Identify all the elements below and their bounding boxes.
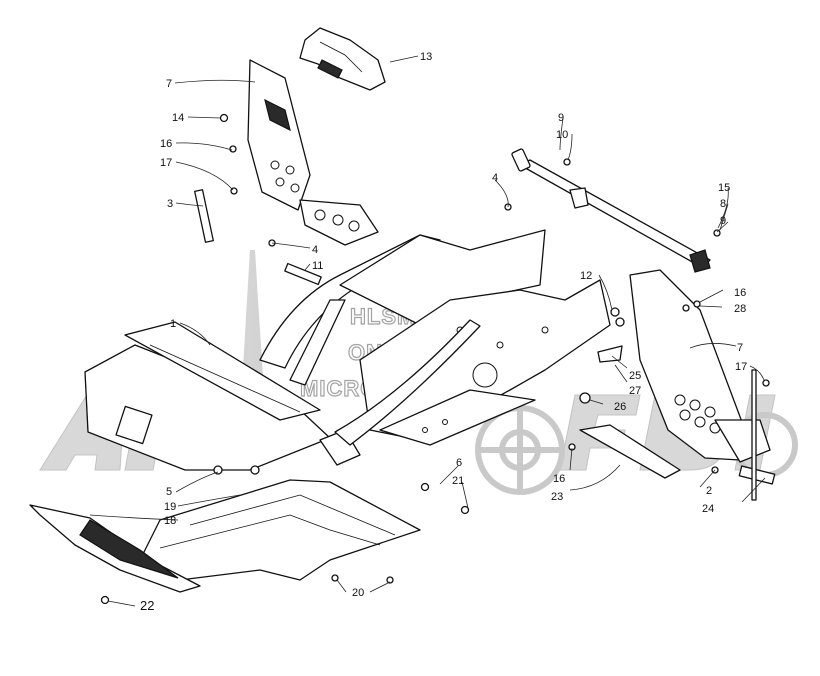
fasteners <box>100 113 770 605</box>
callout-4: 4 <box>312 244 318 256</box>
callout-5: 5 <box>166 486 172 498</box>
part-19-belly-pan <box>139 479 421 581</box>
callout-25: 25 <box>629 370 641 382</box>
callout-21: 21 <box>452 475 464 487</box>
callout-10: 10 <box>556 129 568 141</box>
callout-7: 7 <box>737 342 743 354</box>
callout-12: 12 <box>580 270 592 282</box>
callout-24: 24 <box>702 503 714 515</box>
callout-16: 16 <box>553 473 565 485</box>
part-3-brace-rod <box>194 189 214 243</box>
callout-17: 17 <box>735 361 747 373</box>
callout-7: 7 <box>166 78 172 90</box>
callout-9: 9 <box>558 112 564 124</box>
callout-1: 1 <box>170 318 176 330</box>
callout-22: 22 <box>140 598 154 613</box>
callout-6: 6 <box>456 457 462 469</box>
part-13-nose-cap <box>299 27 386 91</box>
callout-15: 15 <box>718 182 730 194</box>
callout-19: 19 <box>164 501 176 513</box>
part-8-steering-shaft <box>511 148 711 273</box>
callout-labels: 13 7 14 16 17 3 4 11 1 5 19 18 22 20 6 2… <box>140 51 747 613</box>
callout-3: 3 <box>167 198 173 210</box>
callout-16: 16 <box>734 287 746 299</box>
part-7-steering-support <box>247 59 379 246</box>
leader-lines <box>89 55 766 607</box>
callout-27: 27 <box>629 385 641 397</box>
part-18-front-skid-plate <box>29 504 201 593</box>
callout-16: 16 <box>160 138 172 150</box>
callout-13: 13 <box>420 51 432 63</box>
callout-18: 18 <box>164 515 176 527</box>
callout-11: 11 <box>312 260 323 272</box>
callout-23: 23 <box>551 491 563 503</box>
callout-26: 26 <box>614 401 626 413</box>
callout-8: 8 <box>720 198 726 210</box>
callout-2: 2 <box>706 485 712 497</box>
part-11-bar <box>284 262 322 286</box>
callout-17: 17 <box>160 157 172 169</box>
callout-9: 9 <box>720 215 726 227</box>
callout-4: 4 <box>492 172 498 184</box>
part-1-chassis-frame <box>84 229 611 471</box>
callout-20: 20 <box>352 587 364 599</box>
callout-14: 14 <box>172 112 184 124</box>
callout-28: 28 <box>734 303 746 315</box>
part-23-front-skid <box>579 424 681 479</box>
